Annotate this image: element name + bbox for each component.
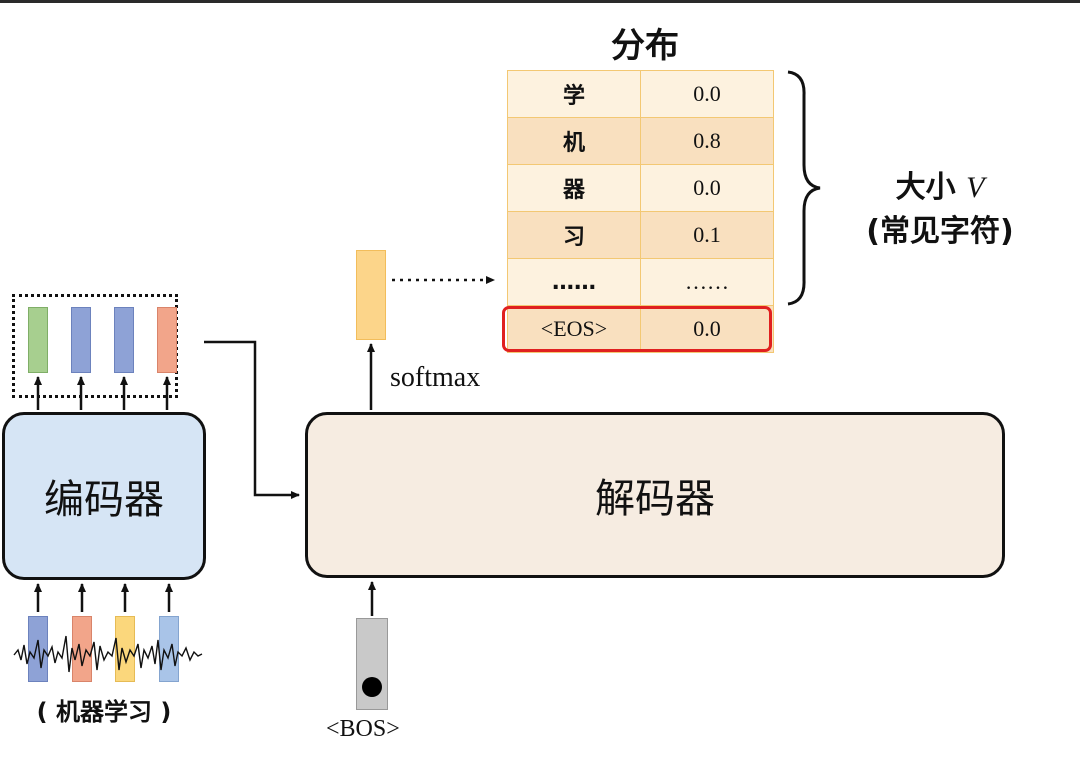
vocab-size-label: 大小 V (常见字符) — [840, 166, 1040, 254]
prob-cell: 0.0 — [640, 164, 774, 212]
encoder-to-decoder-arrow — [204, 340, 300, 499]
input-vector — [28, 616, 48, 682]
encoder-output-vector — [114, 307, 134, 373]
distribution-row: 器 0.0 — [507, 164, 774, 212]
encoder-output-vector — [71, 307, 91, 373]
token-cell: 习 — [507, 211, 641, 259]
prob-cell: 0.8 — [640, 117, 774, 165]
input-label: ( 机器学习 ) — [36, 698, 172, 726]
token-cell: 机 — [507, 117, 641, 165]
size-symbol: V — [966, 171, 985, 204]
decoder-block: 解码器 — [305, 412, 1005, 578]
eos-token-cell: <EOS> — [507, 305, 641, 353]
prob-cell: 0.0 — [640, 70, 774, 118]
encoder-output-vector — [28, 307, 48, 373]
decoder-label: 解码器 — [595, 476, 715, 522]
distribution-title: 分布 — [611, 26, 679, 66]
size-note: (常见字符) — [866, 214, 1014, 249]
bos-label: <BOS> — [326, 716, 400, 742]
encoder-label: 编码器 — [44, 477, 164, 523]
softmax-label: softmax — [390, 362, 481, 393]
token-cell: 器 — [507, 164, 641, 212]
eos-prob-cell: 0.0 — [640, 305, 774, 353]
bos-dot — [362, 677, 382, 697]
token-cell: 学 — [507, 70, 641, 118]
vocab-brace — [787, 70, 821, 306]
distribution-row: 机 0.8 — [507, 117, 774, 165]
token-cell: …… — [507, 258, 641, 306]
distribution-table: 学 0.0 机 0.8 器 0.0 习 0.1 …… …… <EOS> 0.0 — [507, 70, 774, 353]
distribution-row: 习 0.1 — [507, 211, 774, 259]
audio-waveform — [13, 635, 203, 673]
eos-highlight-box — [502, 306, 772, 352]
softmax-output-vector — [356, 250, 386, 340]
top-border-line — [0, 0, 1080, 3]
encoder-block: 编码器 — [2, 412, 206, 580]
distribution-row-eos: <EOS> 0.0 — [507, 305, 774, 353]
distribution-row: 学 0.0 — [507, 70, 774, 118]
prob-cell: 0.1 — [640, 211, 774, 259]
size-text: 大小 — [895, 170, 956, 205]
encoder-output-vector — [157, 307, 177, 373]
